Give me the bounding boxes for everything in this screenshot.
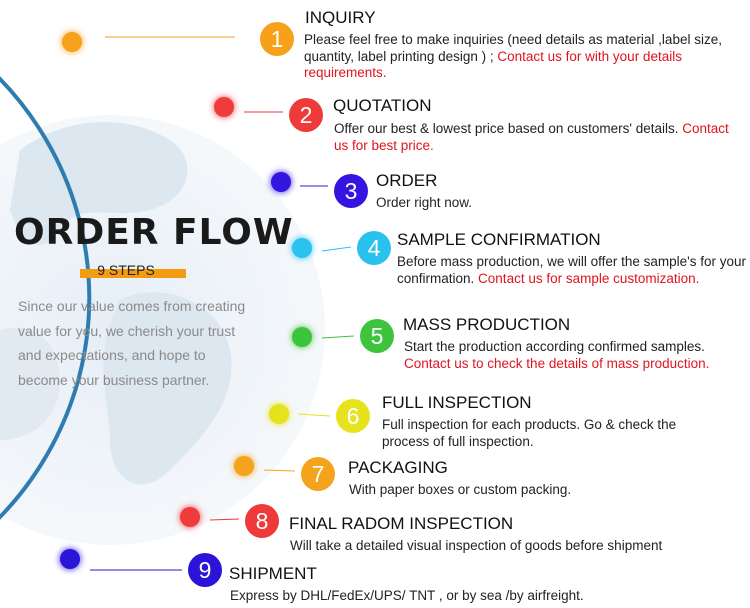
timeline-dot-8 <box>180 507 200 527</box>
step-description: Offer our best & lowest price based on c… <box>334 121 734 154</box>
step-description: Express by DHL/FedEx/UPS/ TNT , or by se… <box>230 588 670 605</box>
diagram-title: ORDER FLOW <box>14 212 294 253</box>
contact-link[interactable]: Contact us for sample customization. <box>478 270 700 286</box>
step-heading: SAMPLE CONFIRMATION <box>397 230 601 249</box>
step-description: Before mass production, we will offer th… <box>397 254 747 287</box>
step-number-badge: 4 <box>357 231 391 265</box>
timeline-dot-2 <box>214 97 234 117</box>
step-description: Will take a detailed visual inspection o… <box>290 538 710 555</box>
timeline-dot-3 <box>271 172 291 192</box>
step-number-badge: 1 <box>260 22 294 56</box>
connector-line-6 <box>297 413 331 417</box>
step-number-badge: 6 <box>336 399 370 433</box>
connector-line-5 <box>321 335 355 339</box>
steps-bar <box>80 269 186 278</box>
connector-line-8 <box>209 518 240 521</box>
step-description: Start the production according confirmed… <box>404 339 744 372</box>
timeline-dot-9 <box>60 549 80 569</box>
step-number-badge: 9 <box>188 553 222 587</box>
timeline-dot-7 <box>234 456 254 476</box>
timeline-arc <box>0 76 92 520</box>
contact-link[interactable]: Contact us for with your details require… <box>304 48 682 81</box>
step-heading: INQUIRY <box>305 8 376 27</box>
intro-text: Since our value comes from creating valu… <box>18 298 246 388</box>
step-heading: ORDER <box>376 171 438 190</box>
timeline-dot-5 <box>292 327 312 347</box>
connector-line-4 <box>321 246 352 252</box>
step-text: With paper boxes or custom packing. <box>349 482 572 497</box>
step-text: Please feel free to make inquiries (need… <box>304 32 722 64</box>
step-text: Express by DHL/FedEx/UPS/ TNT , or by se… <box>230 588 584 603</box>
step-heading: PACKAGING <box>348 458 448 477</box>
step-description: With paper boxes or custom packing. <box>349 482 739 499</box>
step-text: Will take a detailed visual inspection o… <box>290 538 663 553</box>
step-heading: SHIPMENT <box>229 564 317 583</box>
timeline-dots <box>60 32 312 569</box>
step-heading: FINAL RADOM INSPECTION <box>289 514 514 533</box>
step-heading: MASS PRODUCTION <box>403 315 571 334</box>
step-number-badge: 5 <box>360 319 394 353</box>
step-description: Please feel free to make inquiries (need… <box>304 32 724 82</box>
step-number-badge: 3 <box>334 174 368 208</box>
timeline-dot-6 <box>269 404 289 424</box>
step-text: Full inspection for each products. Go & … <box>382 417 677 449</box>
step-text: Start the production according confirmed… <box>404 339 705 354</box>
step-description: Full inspection for each products. Go & … <box>382 417 722 450</box>
step-description: Order right now. <box>376 195 736 212</box>
step-text: Offer our best & lowest price based on c… <box>334 121 683 136</box>
step-heading: FULL INSPECTION <box>382 393 532 412</box>
step-number-badge: 7 <box>301 457 335 491</box>
contact-link[interactable]: Contact us to check the details of mass … <box>404 355 710 371</box>
step-text: Order right now. <box>376 195 473 210</box>
connector-line-7 <box>263 469 296 472</box>
step-text: Before mass production, we will offer th… <box>397 254 746 286</box>
step-number-badge: 2 <box>289 98 323 132</box>
timeline-dot-1 <box>62 32 82 52</box>
connectors <box>90 36 355 571</box>
contact-link[interactable]: Contact us for best price. <box>334 121 729 153</box>
timeline-dot-4 <box>292 238 312 258</box>
step-number-badge: 8 <box>245 504 279 538</box>
step-heading: QUOTATION <box>333 96 432 115</box>
steps-label: 9 STEPS <box>97 262 155 278</box>
